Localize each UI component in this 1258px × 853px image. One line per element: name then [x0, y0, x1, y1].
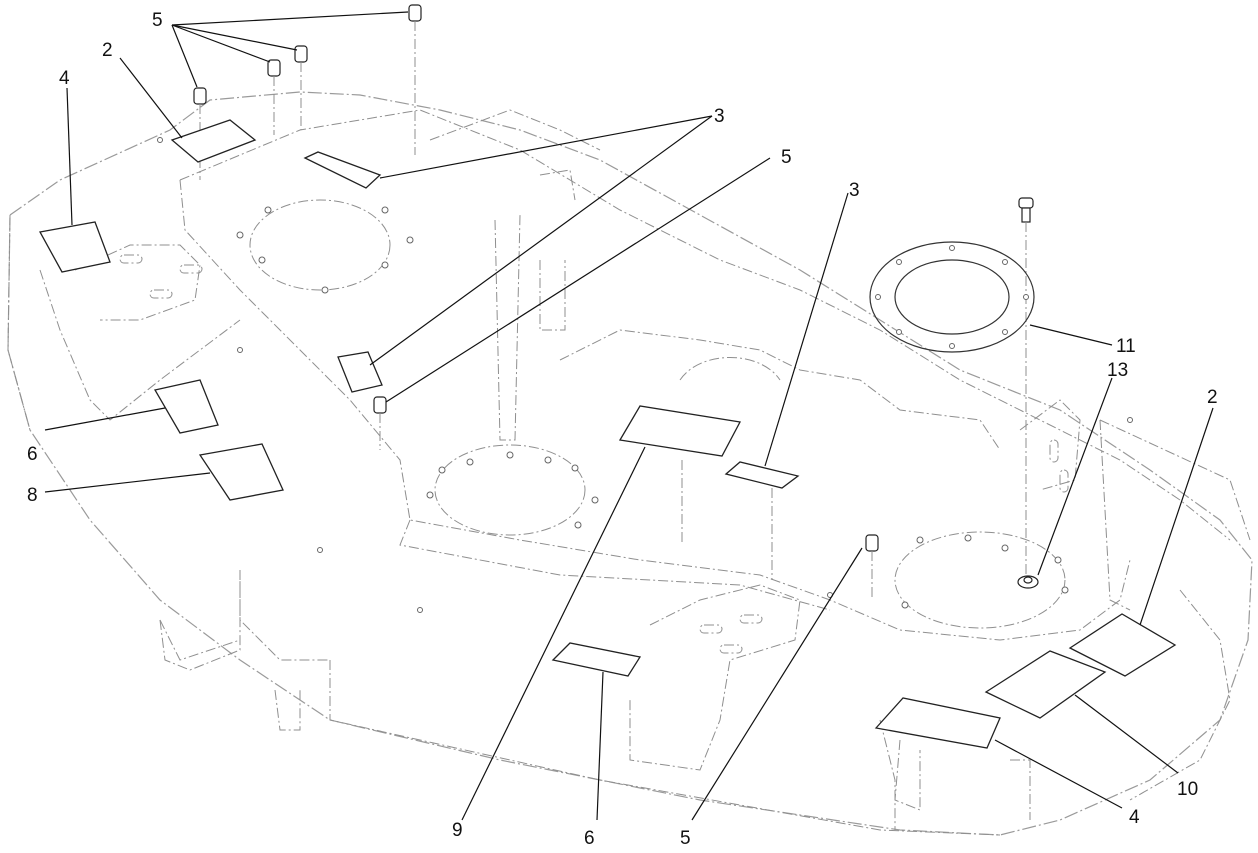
- decal-3-mid: [337, 351, 383, 393]
- decal-2-rear: [170, 119, 257, 163]
- nut-13: [1017, 575, 1039, 589]
- callout-11: 11: [1116, 336, 1136, 357]
- callout-4-left: 4: [59, 68, 70, 89]
- decal-10-right: [984, 650, 1107, 719]
- decal-9-center: [618, 405, 741, 457]
- decal-2-right: [1068, 613, 1177, 677]
- stud-4: [408, 4, 422, 155]
- bolt-holes: [157, 137, 1133, 613]
- decal-6-front: [551, 642, 642, 677]
- leader-lines: [44, 11, 1214, 821]
- stud-2: [267, 59, 281, 135]
- stud-3: [294, 45, 308, 130]
- decals: [38, 119, 1177, 749]
- callout-5-mid: 5: [781, 147, 792, 168]
- callout-2-right: 2: [1207, 387, 1218, 408]
- callout-labels: 5 2 4 3 5 3 11 13 2 6 8 9 6 5 4 10: [27, 10, 1218, 849]
- callout-5-top: 5: [152, 10, 163, 31]
- studs: [193, 4, 1039, 600]
- deck-outline: [7, 91, 1253, 836]
- callout-6-left: 6: [27, 444, 38, 465]
- callout-9: 9: [452, 820, 463, 841]
- callout-3-upper: 3: [714, 106, 725, 127]
- callout-2-top: 2: [102, 40, 113, 61]
- gasket-ring: [869, 241, 1035, 353]
- bolt-top-right: [1018, 197, 1034, 578]
- blade-openings: [249, 199, 1066, 629]
- callout-4-front: 4: [1129, 807, 1140, 828]
- callout-13: 13: [1107, 360, 1128, 381]
- callout-8: 8: [27, 485, 38, 506]
- decal-3-center: [724, 461, 800, 489]
- decal-6-left: [153, 379, 219, 434]
- callout-3-center: 3: [849, 180, 860, 201]
- decal-8-left: [198, 443, 284, 501]
- callout-10: 10: [1177, 779, 1198, 800]
- bracket-slots: [119, 254, 1069, 654]
- decal-3-rear: [303, 151, 382, 189]
- stud-6: [865, 534, 879, 600]
- decal-4-left: [38, 221, 111, 273]
- stud-5: [373, 396, 387, 450]
- callout-6-front: 6: [584, 828, 595, 849]
- decal-4-front: [874, 697, 1001, 749]
- callout-5-front: 5: [680, 828, 691, 849]
- projection-lines: [681, 460, 773, 580]
